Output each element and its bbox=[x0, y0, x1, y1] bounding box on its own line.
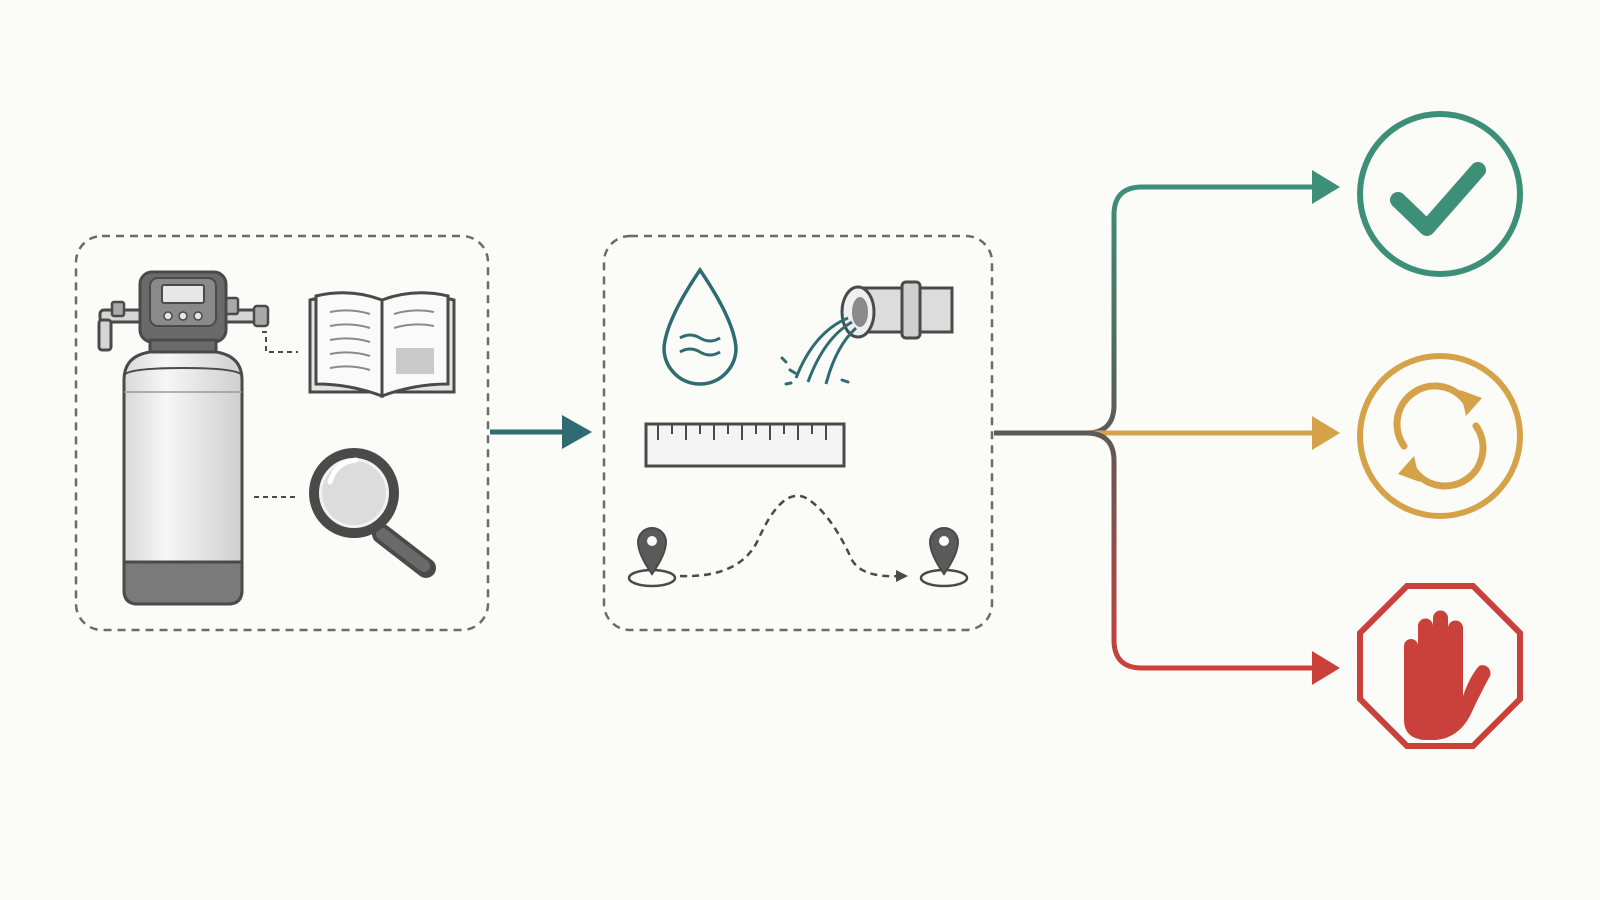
decision-branches bbox=[994, 170, 1340, 685]
stop-hand-icon bbox=[1357, 583, 1523, 749]
route-pins-icon bbox=[627, 494, 969, 588]
stage-assess-panel bbox=[74, 234, 490, 632]
stage-measure-panel bbox=[602, 234, 994, 632]
checkmark-icon bbox=[1357, 111, 1523, 277]
water-softener-icon bbox=[97, 270, 270, 606]
refresh-icon bbox=[1357, 353, 1523, 519]
arrow-to-measure bbox=[490, 415, 592, 449]
water-drop-icon bbox=[662, 266, 738, 386]
drain-pipe-icon bbox=[780, 280, 954, 386]
ruler-icon bbox=[644, 422, 846, 468]
leader-line bbox=[262, 331, 298, 353]
magnifier-icon bbox=[309, 448, 436, 578]
manual-book-icon bbox=[308, 291, 456, 399]
